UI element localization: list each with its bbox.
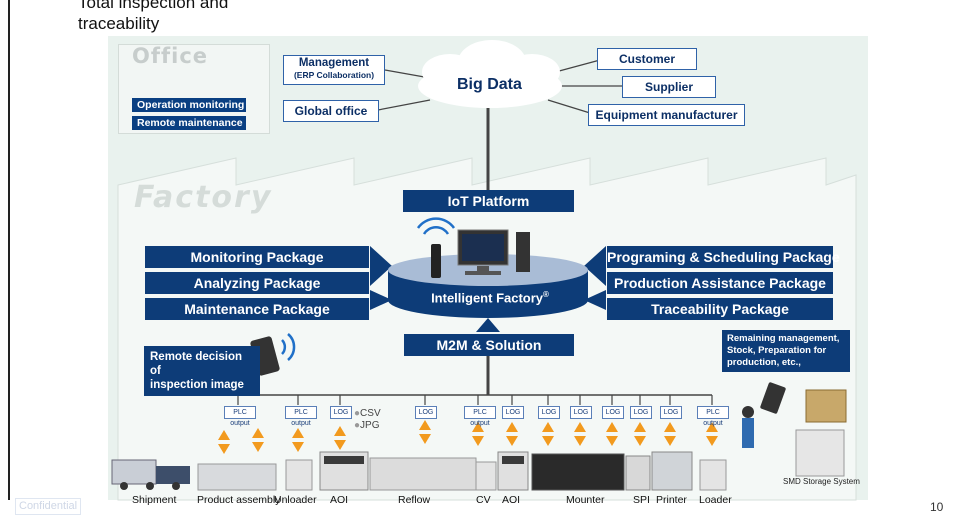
heading-line-1: Total inspection and xyxy=(78,0,229,12)
office-title: Office xyxy=(132,44,209,68)
traceability-package: Traceability Package xyxy=(607,298,833,320)
jpg-legend: ●JPG xyxy=(354,420,380,431)
log-tag: LOG xyxy=(330,406,352,419)
management-sublabel: (ERP Collaboration) xyxy=(293,70,375,80)
wireless-device xyxy=(416,217,456,278)
pc-monitor xyxy=(457,229,530,275)
station-product-assembly: Product assembly xyxy=(197,494,281,506)
remote-decision-line-2: inspection image xyxy=(150,379,244,391)
drop-lines xyxy=(237,395,713,405)
station-cv: CV xyxy=(476,494,491,506)
remaining-line-2: Stock, Preparation for xyxy=(727,345,827,356)
legend-dot-icon: ● xyxy=(354,408,361,419)
orange-arrows xyxy=(218,420,718,454)
analyzing-package: Analyzing Package xyxy=(145,272,369,294)
customer-box: Customer xyxy=(597,48,697,70)
log-tag: LOG xyxy=(415,406,437,419)
page-heading: Total inspection and traceability xyxy=(78,0,228,34)
smd-storage-label: SMD Storage System xyxy=(783,477,860,486)
csv-label: CSV xyxy=(360,408,381,419)
production-line-machines xyxy=(111,382,847,491)
supplier-box: Supplier xyxy=(622,76,716,98)
log-tag: LOG xyxy=(570,406,592,419)
remaining-line-3: production, etc., xyxy=(727,357,801,368)
log-tag: LOG xyxy=(502,406,524,419)
left-border-line xyxy=(8,0,10,500)
intelligent-factory-label: Intelligent Factory® xyxy=(428,290,552,305)
right-package-arrows xyxy=(584,246,606,310)
equipment-manufacturer-box: Equipment manufacturer xyxy=(588,104,745,126)
log-tag: LOG xyxy=(660,406,682,419)
confidential-badge: Confidential xyxy=(15,498,82,515)
cloud-link-global xyxy=(377,99,431,111)
remaining-management-label: Remaining management, Stock, Preparation… xyxy=(722,330,850,372)
station-aoi: AOI xyxy=(330,494,349,506)
factory-label: Factory xyxy=(134,180,273,215)
jpg-label: JPG xyxy=(360,420,380,431)
station-unloader: Unloader xyxy=(274,494,317,506)
big-data-label: Big Data xyxy=(457,76,522,93)
cloud-link-equipment xyxy=(547,99,591,114)
monitoring-package: Monitoring Package xyxy=(145,246,369,268)
station-reflow: Reflow xyxy=(398,494,431,506)
m2m-up-arrow xyxy=(476,318,500,332)
legend-dot-icon: ● xyxy=(354,420,361,431)
station-mounter: Mounter xyxy=(566,494,605,506)
station-spi: SPI xyxy=(633,494,650,506)
plc-output-tag: PLC output xyxy=(464,406,496,427)
registered-mark: ® xyxy=(543,290,549,299)
heading-line-2: traceability xyxy=(78,14,160,33)
operation-monitoring-label: Operation monitoring xyxy=(132,98,246,112)
global-office-box: Global office xyxy=(283,100,379,122)
csv-legend: ●CSV xyxy=(354,408,381,419)
left-package-arrows xyxy=(370,246,392,310)
log-tag: LOG xyxy=(538,406,560,419)
m2m-solution-band: M2M & Solution xyxy=(404,334,574,356)
big-data-cloud xyxy=(418,40,562,108)
remote-maintenance-label: Remote maintenance xyxy=(132,116,246,130)
maintenance-package: Maintenance Package xyxy=(145,298,369,320)
station-shipment: Shipment xyxy=(132,494,177,506)
plc-output-tag: PLC output xyxy=(224,406,256,427)
remaining-line-1: Remaining management, xyxy=(727,333,840,344)
station-loader: Loader xyxy=(699,494,732,506)
intelligent-factory-text: Intelligent Factory xyxy=(431,290,544,306)
log-tag: LOG xyxy=(630,406,652,419)
cloud-link-management xyxy=(384,69,431,79)
log-tag: LOG xyxy=(602,406,624,419)
remote-decision-label: Remote decision of inspection image xyxy=(144,346,260,396)
iot-platform-band: IoT Platform xyxy=(403,190,574,212)
plc-output-tag: PLC output xyxy=(285,406,317,427)
station-aoi-2: AOI xyxy=(502,494,521,506)
remote-decision-line-1: Remote decision of xyxy=(150,351,243,377)
management-box: Management (ERP Collaboration) xyxy=(283,55,385,85)
plc-output-tag: PLC output xyxy=(697,406,729,427)
station-printer: Printer xyxy=(656,494,687,506)
programing-scheduling-package: Programing & Scheduling Package xyxy=(607,246,840,268)
page-number: 10 xyxy=(930,500,944,514)
production-assistance-package: Production Assistance Package xyxy=(607,272,833,294)
management-label: Management xyxy=(298,57,370,69)
